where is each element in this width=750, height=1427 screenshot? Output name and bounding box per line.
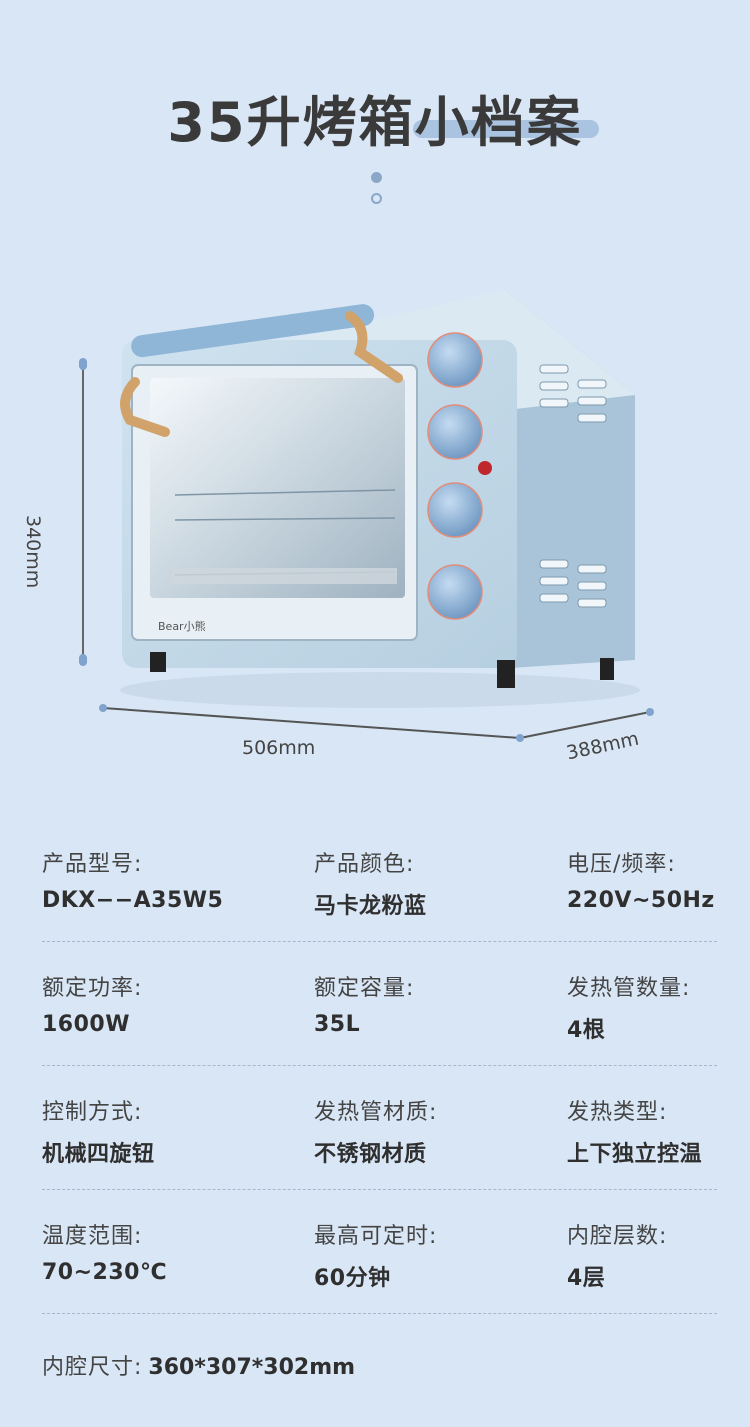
spec-cell: 产品型号: DKX−−A35W5 [42, 846, 223, 913]
spec-value: 35L [314, 1012, 361, 1037]
spec-cell: 发热管材质: 不锈钢材质 [314, 1094, 437, 1168]
dot-outline [371, 193, 382, 204]
spec-cell: 产品颜色: 马卡龙粉蓝 [314, 846, 427, 920]
spec-value: 1600W [42, 1012, 130, 1037]
inner-size-value: 360*307*302mm [148, 1355, 356, 1380]
width-label: 506mm [242, 737, 316, 759]
height-line-cap-bottom [79, 654, 87, 666]
brand-logo: Bear小熊 [158, 619, 206, 633]
spec-label: 电压/频率: [567, 852, 676, 877]
dot-filled [371, 172, 382, 183]
spec-label: 额定容量: [314, 976, 415, 1001]
spec-cell: 控制方式: 机械四旋钮 [42, 1094, 155, 1168]
height-dimension-line [82, 362, 84, 664]
specs-table: 产品型号: DKX−−A35W5 产品颜色: 马卡龙粉蓝 电压/频率: 220V~50… [42, 836, 717, 1332]
spec-value: 机械四旋钮 [42, 1142, 155, 1167]
spec-label: 产品颜色: [314, 852, 415, 877]
divider [42, 941, 717, 942]
title-highlight [413, 120, 599, 138]
spec-label: 产品型号: [42, 852, 143, 877]
spec-label: 发热类型: [567, 1100, 668, 1125]
spec-cell: 发热类型: 上下独立控温 [567, 1094, 702, 1168]
spec-label: 最高可定时: [314, 1224, 438, 1249]
page-title: 35升烤箱小档案 [167, 78, 582, 157]
specs-row: 额定功率: 1600W 额定容量: 35L 发热管数量: 4根 [42, 960, 717, 1084]
spec-value: 马卡龙粉蓝 [314, 894, 427, 919]
spec-cell: 温度范围: 70~230℃ [42, 1218, 167, 1285]
spec-label: 额定功率: [42, 976, 143, 1001]
spec-value: 上下独立控温 [567, 1142, 703, 1167]
spec-cell: 电压/频率: 220V~50Hz [567, 846, 715, 913]
title-wrap: 35升烤箱小档案 [0, 78, 750, 157]
spec-value: 不锈钢材质 [314, 1142, 427, 1167]
spec-value: DKX−−A35W5 [42, 888, 224, 913]
divider [42, 1065, 717, 1066]
spec-value: 60分钟 [314, 1266, 391, 1291]
specs-row: 产品型号: DKX−−A35W5 产品颜色: 马卡龙粉蓝 电压/频率: 220V~50… [42, 836, 717, 960]
spec-value: 4根 [567, 1018, 606, 1043]
specs-row: 控制方式: 机械四旋钮 发热管材质: 不锈钢材质 发热类型: 上下独立控温 [42, 1084, 717, 1208]
spec-cell: 额定功率: 1600W [42, 970, 142, 1037]
spec-label: 温度范围: [42, 1224, 143, 1249]
spec-label: 发热管数量: [567, 976, 691, 1001]
spec-cell: 发热管数量: 4根 [567, 970, 690, 1044]
spec-value: 4层 [567, 1266, 606, 1291]
specs-row: 温度范围: 70~230℃ 最高可定时: 60分钟 内腔层数: 4层 [42, 1208, 717, 1332]
spec-cell: 内腔层数: 4层 [567, 1218, 667, 1292]
height-line-cap-top [79, 358, 87, 370]
oven-image: Bear小熊 [99, 290, 654, 742]
title-part2: 小档案 [414, 91, 583, 154]
divider [42, 1189, 717, 1190]
divider [42, 1313, 717, 1314]
inner-size-label: 内腔尺寸: [42, 1355, 143, 1380]
spec-value: 70~230℃ [42, 1260, 168, 1285]
inner-size-row: 内腔尺寸:360*307*302mm [42, 1349, 355, 1381]
spec-label: 控制方式: [42, 1100, 143, 1125]
title-part1: 35升烤箱 [167, 91, 415, 154]
spec-label: 内腔层数: [567, 1224, 668, 1249]
spec-value: 220V~50Hz [567, 888, 715, 913]
spec-cell: 额定容量: 35L [314, 970, 414, 1037]
spec-label: 发热管材质: [314, 1100, 438, 1125]
spec-cell: 最高可定时: 60分钟 [314, 1218, 437, 1292]
